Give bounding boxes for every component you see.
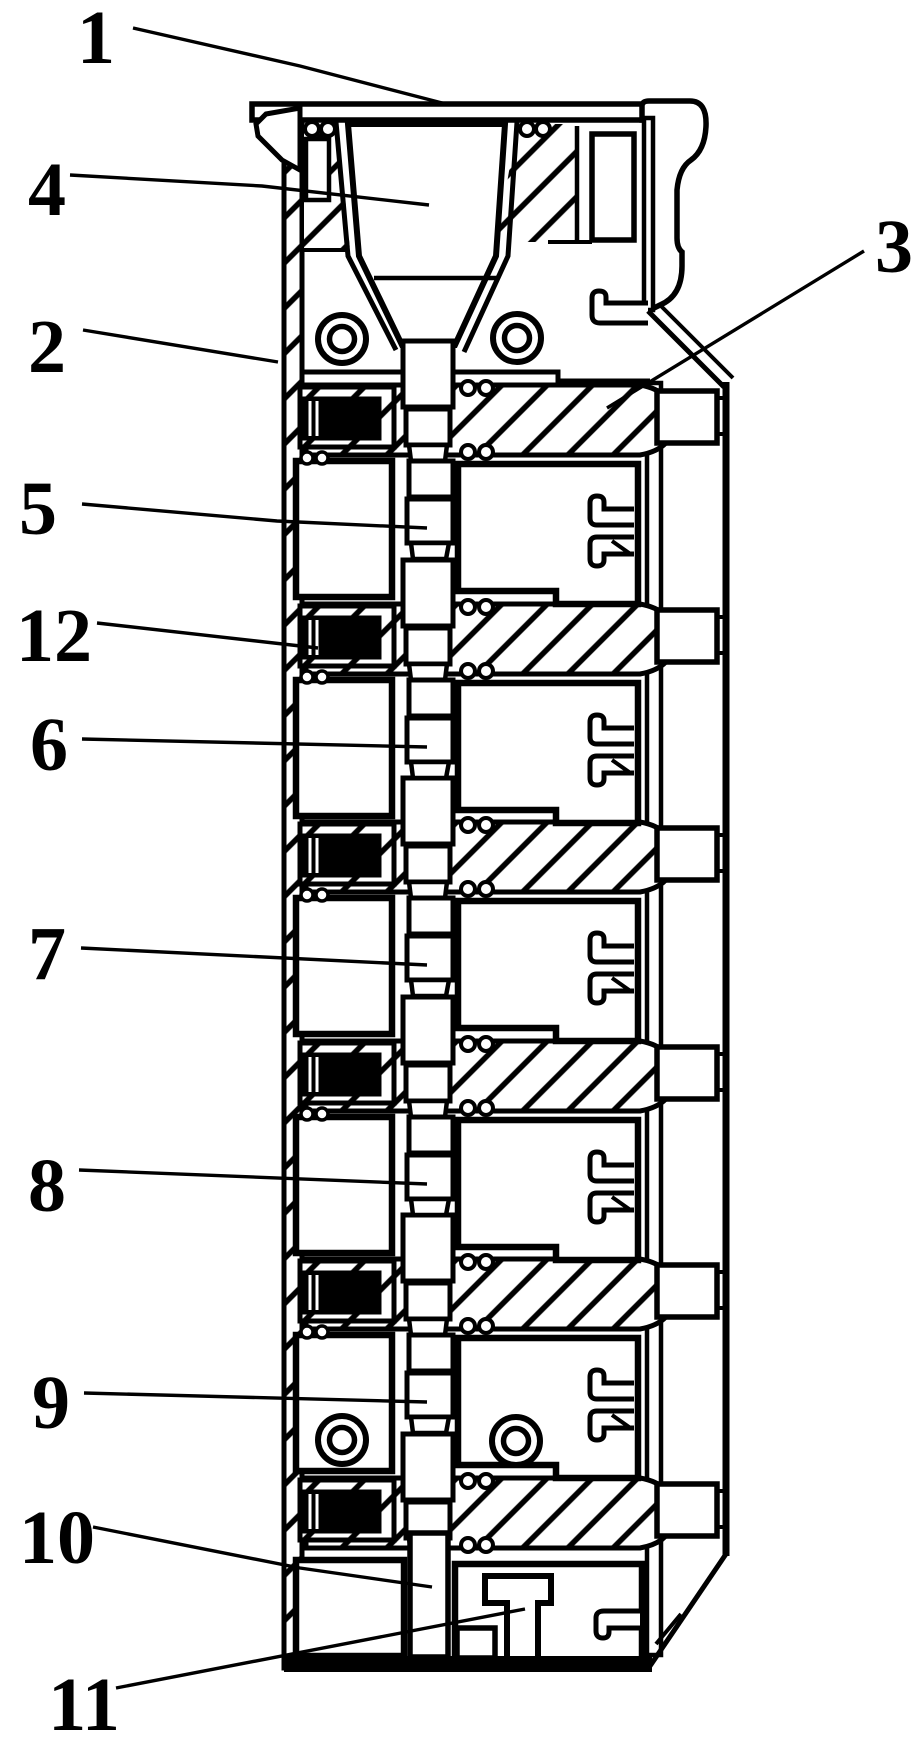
leader-line-2 [82, 328, 279, 364]
ref-label-3: 3 [875, 205, 913, 289]
ref-label-11: 11 [48, 1663, 120, 1747]
bottom-plate [284, 1656, 652, 1672]
ref-label-1: 1 [77, 0, 115, 80]
bottom-section [284, 1530, 652, 1672]
leader-line-6 [81, 737, 428, 749]
top-right-hook [589, 288, 648, 326]
ref-label-5: 5 [19, 467, 57, 551]
right-inner-wall [644, 380, 664, 1658]
bolt-bottom-right [492, 1417, 540, 1465]
bottom-small-block [454, 1625, 498, 1661]
ref-label-6: 6 [30, 703, 68, 787]
top-plate [249, 98, 709, 312]
top-left-beak [253, 105, 303, 175]
ref-label-12: 12 [16, 594, 92, 678]
bolt-bottom-left [318, 1416, 366, 1464]
leader-line-3 [606, 249, 865, 410]
cavity-row-4 [296, 1108, 638, 1260]
leader-line-10 [92, 1525, 433, 1589]
shaft-foot [407, 1530, 451, 1660]
ref-label-10: 10 [19, 1496, 95, 1580]
right-outer-wall [646, 303, 735, 1668]
leader-line-1 [132, 26, 447, 106]
ref-label-2: 2 [28, 305, 66, 389]
leader-line-12 [96, 621, 319, 650]
bolt-top-left [318, 315, 366, 363]
cavity-row-1 [296, 452, 638, 604]
leader-line-8 [78, 1168, 428, 1186]
ref-label-7: 7 [28, 912, 66, 996]
ref-label-9: 9 [32, 1361, 70, 1445]
ref-label-8: 8 [28, 1144, 66, 1228]
reference-labels: 14 2 3 5 12 6 7 8 9 10 11 [16, 0, 913, 1747]
leader-line-11 [115, 1607, 526, 1690]
cavity-row-3 [296, 889, 638, 1041]
leader-line-5 [81, 502, 428, 530]
top-right-slot [589, 131, 637, 243]
leader-line-9 [83, 1391, 428, 1404]
top-left-slot [303, 136, 332, 203]
ref-label-4: 4 [28, 148, 66, 232]
cavity-row-2 [296, 671, 638, 823]
leader-line-7 [80, 946, 428, 967]
bolt-top-right [493, 314, 541, 362]
bottom-hook [593, 1608, 640, 1641]
leader-line-4 [69, 173, 430, 207]
top-section [303, 115, 656, 384]
top-right-ear [639, 98, 709, 312]
